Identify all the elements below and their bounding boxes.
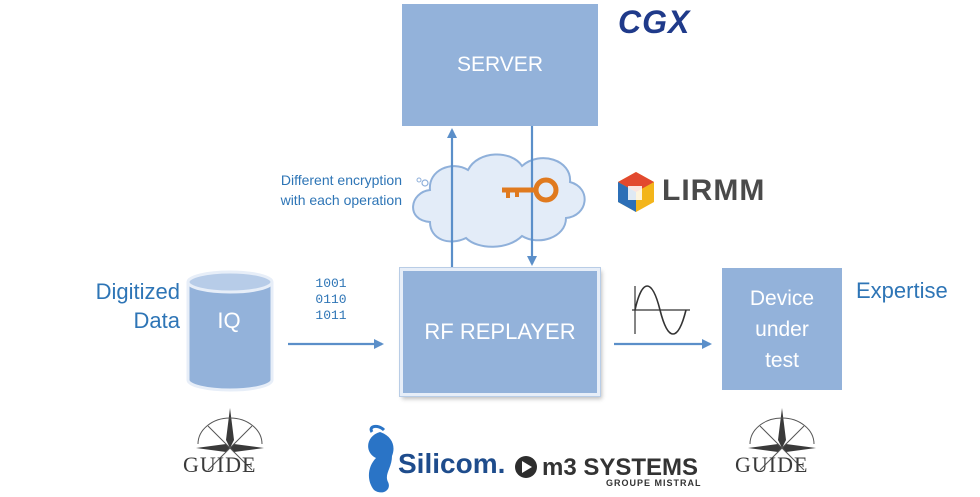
iq-label: IQ bbox=[217, 308, 241, 333]
iq-database-icon bbox=[186, 270, 274, 392]
dut-label-line-1: Device bbox=[749, 286, 815, 310]
encryption-note: Different encryption with each operation bbox=[232, 170, 402, 210]
encryption-note-line-1: Different encryption bbox=[280, 172, 402, 188]
binary-bits: 1001 0110 1011 bbox=[306, 276, 356, 324]
rf-replayer-label: RF REPLAYER bbox=[424, 319, 576, 344]
dut-label-line-2: under bbox=[755, 317, 809, 341]
guide-logo-right-text: GUIDE bbox=[735, 452, 809, 477]
expertise-label: Expertise bbox=[856, 278, 948, 303]
sine-wave-icon bbox=[632, 285, 690, 335]
device-under-test-box: Device under test bbox=[722, 268, 842, 390]
guide-logo-left-text: GUIDE bbox=[183, 452, 257, 477]
digitized-line-2: Data bbox=[133, 308, 180, 333]
guide-compass-left bbox=[196, 408, 264, 471]
bits-line-1: 1001 bbox=[315, 276, 347, 291]
guide-compass-right bbox=[748, 408, 816, 471]
key-icon bbox=[502, 177, 559, 203]
digitized-line-1: Digitized bbox=[95, 279, 180, 304]
cgx-logo: CGX bbox=[618, 4, 691, 40]
bits-line-3: 1011 bbox=[315, 308, 347, 323]
m3-play-icon bbox=[515, 456, 537, 478]
silicom-logo-text: Silicom. bbox=[398, 448, 506, 479]
rf-replayer-box: RF REPLAYER bbox=[400, 268, 600, 396]
cloud-icon bbox=[412, 153, 586, 248]
m3-groupe-mistral-text: GROUPE MISTRAL bbox=[606, 478, 702, 488]
bits-line-2: 0110 bbox=[315, 292, 347, 307]
encryption-note-line-2: with each operation bbox=[280, 192, 402, 208]
server-label: SERVER bbox=[457, 53, 543, 76]
m3-systems-logo-text: m3 SYSTEMS bbox=[542, 454, 699, 481]
digitized-data-label: Digitized Data bbox=[60, 277, 180, 335]
lirmm-logo-text: LIRMM bbox=[662, 174, 766, 207]
server-box: SERVER bbox=[402, 4, 598, 126]
silicom-seahorse-logo bbox=[368, 424, 394, 493]
lirmm-logo-mark bbox=[618, 172, 654, 212]
dut-label-line-3: test bbox=[765, 348, 799, 372]
